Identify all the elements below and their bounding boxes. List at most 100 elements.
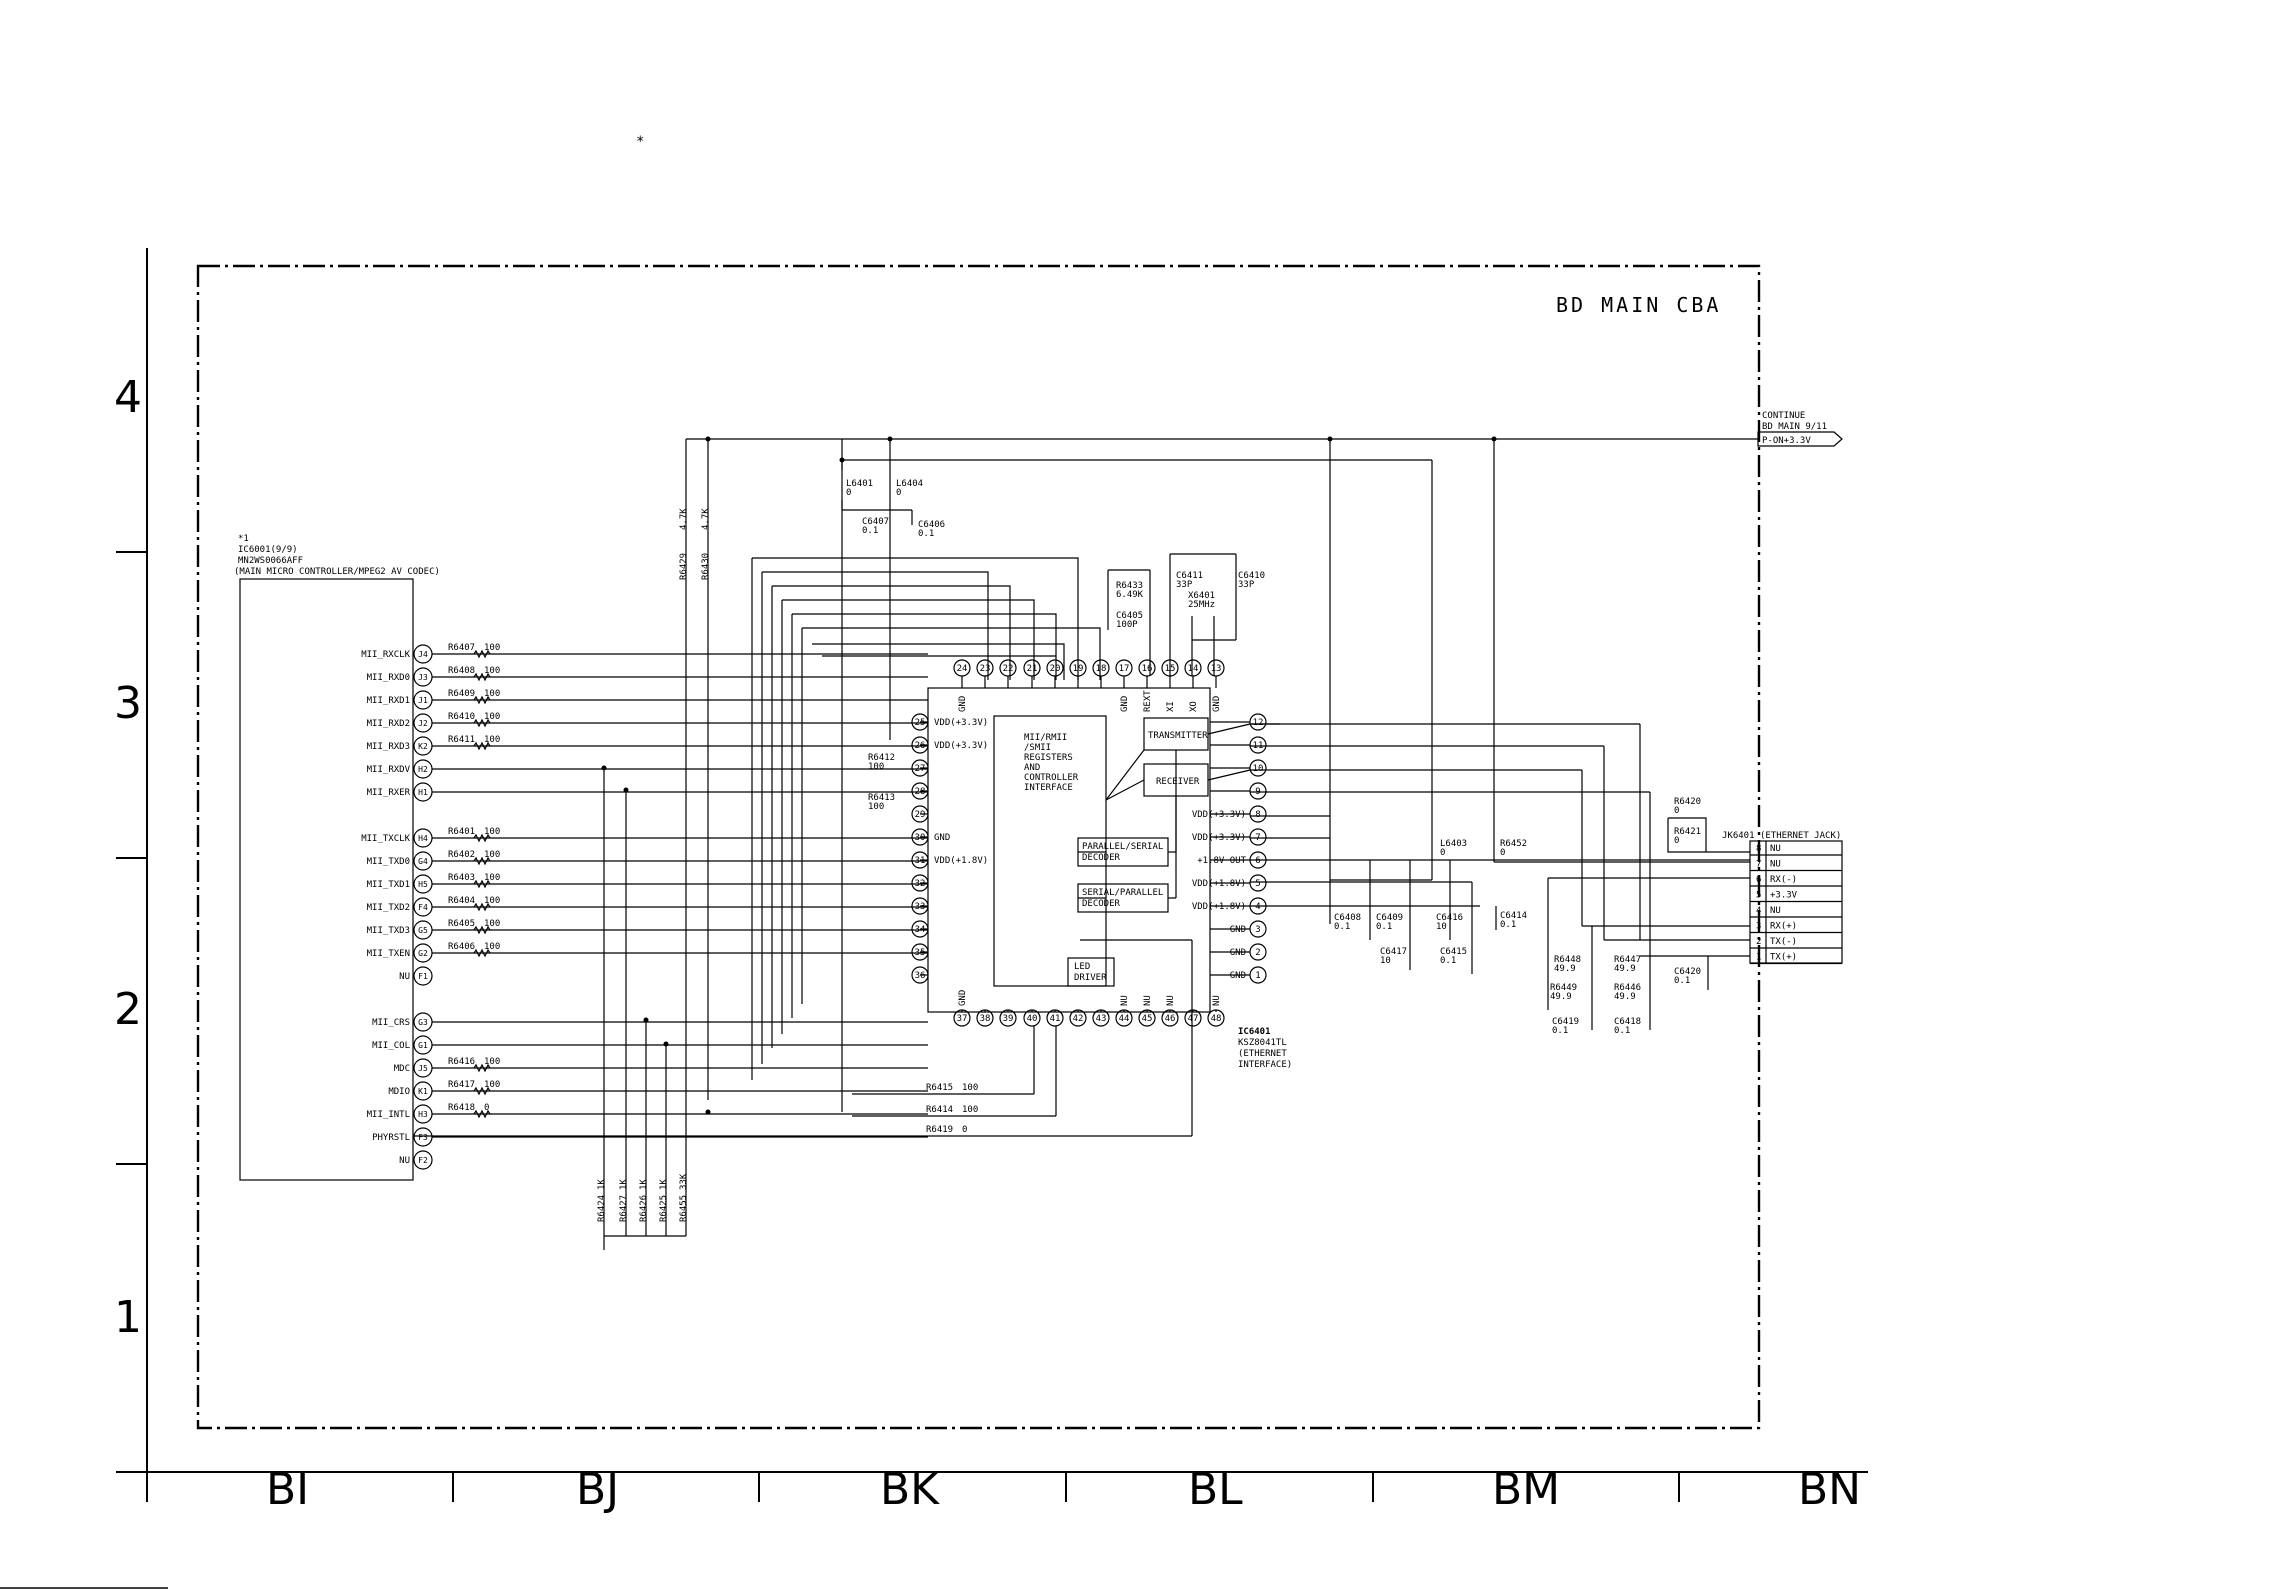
resistor-r6409-value: 100 bbox=[484, 689, 500, 699]
r6425-label: R6425 bbox=[659, 1195, 669, 1222]
ic6401-ref: IC6401 bbox=[1238, 1027, 1271, 1037]
r6429-value: 4.7K bbox=[679, 508, 689, 530]
resistor-r6407-label: R6407 bbox=[448, 643, 475, 653]
ic6401-pin-45-number: 45 bbox=[1142, 1014, 1153, 1024]
ic6401-pin-40-number: 40 bbox=[1027, 1014, 1038, 1024]
ic6401-pin-22-marker bbox=[999, 659, 1017, 677]
c6416-value: 10 bbox=[1436, 922, 1447, 932]
jack-pin-3-number: 3 bbox=[1756, 922, 1761, 932]
resistor-r6402-label: R6402 bbox=[448, 850, 475, 860]
board-title: BD MAIN CBA bbox=[1556, 293, 1721, 317]
ic6401-pin-5-number: 5 bbox=[1255, 879, 1260, 889]
l6403-value: 0 bbox=[1440, 848, 1445, 858]
ic6401-part: KSZ8041TL bbox=[1238, 1038, 1287, 1048]
ic6001-ball-j3: J3 bbox=[418, 673, 428, 682]
x6401-label: X6401 bbox=[1188, 591, 1215, 601]
ic6401-pin-37-label: GND bbox=[958, 990, 968, 1006]
ic6401-pin-16-label: REXT bbox=[1143, 690, 1153, 712]
continue-label: CONTINUE BD MAIN 9/11 P-ON+3.3V bbox=[1757, 411, 1843, 447]
c6419-label: C6419 bbox=[1552, 1017, 1579, 1027]
grid-row-labels: 4 3 2 1 bbox=[114, 372, 142, 1343]
ic6401: MII/RMII /SMII REGISTERS AND CONTROLLER … bbox=[911, 659, 1292, 1070]
ic6001-pin-mii-rxd2-label: MII_RXD2 bbox=[367, 719, 410, 729]
ic6401-pin-11-marker bbox=[1249, 736, 1267, 754]
jack-pin-4-label: NU bbox=[1770, 906, 1781, 916]
continue-connector bbox=[1757, 431, 1843, 447]
jack-pin-3-label: RX(+) bbox=[1770, 922, 1797, 932]
resistor-r6403-symbol bbox=[473, 879, 491, 889]
resistor-r6401-label: R6401 bbox=[448, 827, 475, 837]
ic6401-pin-16-marker bbox=[1138, 659, 1156, 677]
ic6401-pin-28-marker bbox=[911, 782, 929, 800]
c6405-value: 100P bbox=[1116, 620, 1138, 630]
r6452-label: R6452 bbox=[1500, 839, 1527, 849]
ic6001-ball-f2: F2 bbox=[418, 1156, 428, 1165]
svg-text:CONTROLLER: CONTROLLER bbox=[1024, 773, 1079, 783]
ic6401-pin-26-marker bbox=[911, 736, 929, 754]
svg-text:/SMII: /SMII bbox=[1024, 743, 1051, 753]
ic6001-ball-k2: K2 bbox=[418, 742, 428, 751]
resistor-r6409-label: R6409 bbox=[448, 689, 475, 699]
col-label-bj: BJ bbox=[576, 1464, 619, 1515]
ic6001-pin-phyrstl-label: PHYRSTL bbox=[372, 1133, 410, 1143]
ic6001-ball-f4: F4 bbox=[418, 903, 428, 912]
resistor-r6411-label: R6411 bbox=[448, 735, 475, 745]
transmitter-label: TRANSMITTER bbox=[1148, 731, 1208, 741]
ic6001-pin-mii-rxclk-label: MII_RXCLK bbox=[361, 650, 410, 660]
resistor-r6404-value: 100 bbox=[484, 896, 500, 906]
ic6401-pin-17-number: 17 bbox=[1119, 664, 1130, 674]
r6424-label: R6424 bbox=[597, 1195, 607, 1222]
r6430-value: 4.7K bbox=[701, 508, 711, 530]
c6407-value: 0.1 bbox=[862, 526, 878, 536]
ic6401-pin-8-number: 8 bbox=[1255, 810, 1260, 820]
pullup-resistor-bank: R6424 1K R6427 1K R6426 1K R6425 1K R645… bbox=[597, 765, 711, 1250]
ic6001-ref: IC6001(9/9) bbox=[238, 545, 298, 555]
ic6401-pin-42-marker bbox=[1069, 1009, 1087, 1027]
grid-col-ticks bbox=[146, 1472, 1680, 1502]
ic6401-pin-44-marker bbox=[1115, 1009, 1133, 1027]
ic6401-pin-25-number: 25 bbox=[915, 718, 926, 728]
ic6401-pin-35-number: 35 bbox=[915, 948, 926, 958]
ic6401-core-text: MII/RMII /SMII REGISTERS AND CONTROLLER … bbox=[1024, 733, 1079, 793]
resistor-r6402-symbol bbox=[473, 856, 491, 866]
r6414-label: R6414 bbox=[926, 1105, 953, 1115]
c6420-label: C6420 bbox=[1674, 967, 1701, 977]
ic6401-pin-39-number: 39 bbox=[1003, 1014, 1014, 1024]
resistor-r6418-label: R6418 bbox=[448, 1103, 475, 1113]
ic6401-pin-36-marker bbox=[911, 966, 929, 984]
ic6401-pin-29-number: 29 bbox=[915, 810, 926, 820]
ic6401-pin-10-marker bbox=[1249, 759, 1267, 777]
c6410-value: 33P bbox=[1238, 580, 1255, 590]
ic6401-pin-5-marker bbox=[1249, 874, 1267, 892]
l6404-label: L6404 bbox=[896, 479, 923, 489]
c6415-value: 0.1 bbox=[1440, 956, 1456, 966]
led-driver-block bbox=[1067, 957, 1115, 987]
ic6001-desc: (MAIN MICRO CONTROLLER/MPEG2 AV CODEC) bbox=[234, 567, 440, 577]
ic6401-pin-13-marker bbox=[1207, 659, 1225, 677]
r6421-label: R6421 bbox=[1674, 827, 1701, 837]
ic6401-pin-32-number: 32 bbox=[915, 879, 926, 889]
r6427-label: R6427 bbox=[619, 1195, 629, 1222]
ic6001-pin-mii-txen-label: MII_TXEN bbox=[367, 949, 410, 959]
ic6401-pin-18-marker bbox=[1092, 659, 1110, 677]
ic6401-pin-45-marker bbox=[1138, 1009, 1156, 1027]
r6455-label: R6455 bbox=[679, 1195, 689, 1222]
resistor-r6403-value: 100 bbox=[484, 873, 500, 883]
c6415-label: C6415 bbox=[1440, 947, 1467, 957]
bottom-resistors: R6415 100 R6414 100 R6419 0 R6412 100 R6… bbox=[414, 753, 1193, 1137]
ic6401-pin-47-marker bbox=[1184, 1009, 1202, 1027]
resistor-r6410-label: R6410 bbox=[448, 712, 475, 722]
c6407-label: C6407 bbox=[862, 517, 889, 527]
c6420-value: 0.1 bbox=[1674, 976, 1690, 986]
ic6401-pin-42-number: 42 bbox=[1073, 1014, 1084, 1024]
resistor-r6407-value: 100 bbox=[484, 643, 500, 653]
ic6401-pin-7-label: VDD(+3.3V) bbox=[1192, 833, 1246, 843]
c6416-label: C6416 bbox=[1436, 913, 1463, 923]
resistor-r6416-symbol bbox=[473, 1063, 491, 1073]
ic6001-ball-f1: F1 bbox=[418, 972, 428, 981]
ic6401-pin-6-number: 6 bbox=[1255, 856, 1260, 866]
ic6001-pin-mii-col-label: MII_COL bbox=[372, 1041, 410, 1051]
resistor-r6410-value: 100 bbox=[484, 712, 500, 722]
